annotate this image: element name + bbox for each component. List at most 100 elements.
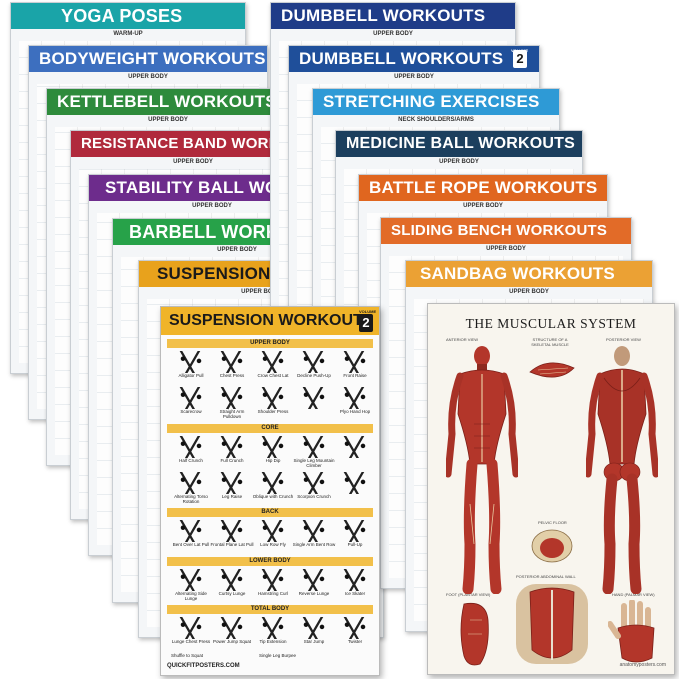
skeletal-muscle-structure <box>529 362 575 378</box>
volume-badge: 2 <box>513 50 527 68</box>
exercise-figure-icon <box>171 387 211 409</box>
exercise-label: Hamstring Curl <box>257 591 288 596</box>
exercise-label: Hip Dip <box>265 458 281 463</box>
exercise-item: Alligator Pull <box>169 351 213 385</box>
exercise-item: Scorpion Crunch <box>292 472 336 506</box>
anatomy-label: STRUCTURE OF A SKELETAL MUSCLE <box>531 337 569 347</box>
anatomy-label: FOOT (PLANTAR VIEW) <box>446 592 491 597</box>
exercise-item: Full Crunch <box>210 436 254 470</box>
poster-section-label: UPPER BODY <box>486 246 526 252</box>
exercise-item: Alternating Torso Rotation <box>169 472 213 506</box>
poster-muscular-system: THE MUSCULAR SYSTEM ANTERIOR VIEW STRUCT… <box>427 303 675 675</box>
exercise-figure-icon <box>294 569 334 591</box>
poster-banner: KETTLEBELL WORKOUTS <box>47 89 289 115</box>
exercise-label: Crow Chest Lat <box>257 373 289 378</box>
poster-banner: BATTLE ROPE WORKOUTS <box>359 175 607 201</box>
exercise-label: Ice Skater <box>344 591 366 596</box>
exercise-item: Oblique with Crunch <box>251 472 295 506</box>
exercise-item: Pull-Up <box>333 520 377 554</box>
exercise-label: Single Arm Bent Row <box>292 542 336 547</box>
exercise-figure-icon <box>253 387 293 409</box>
exercise-figure-icon <box>171 472 211 494</box>
exercise-figure-icon <box>335 569 375 591</box>
abdominal-wall-illustration <box>516 584 588 664</box>
exercise-label: Star Jump <box>303 639 325 644</box>
poster-section-label: UPPER BODY <box>394 74 434 80</box>
exercise-item: Bent Over Lat Pull <box>169 520 213 554</box>
exercise-label: Reverse Lunge <box>298 591 330 596</box>
exercise-figure-icon <box>212 351 252 373</box>
poster-section-label: WARM-UP <box>113 31 143 37</box>
exercise-label: Scarecrow <box>180 409 202 414</box>
exercise-label: Power Jump Squat <box>212 639 252 644</box>
exercise-label: Single Leg Mountain Climber <box>293 458 335 468</box>
poster-section-label: UPPER BODY <box>128 74 168 80</box>
exercise-figure-icon <box>253 569 293 591</box>
poster-section-label: UPPER BODY <box>463 203 503 209</box>
exercise-figure-icon <box>294 436 334 458</box>
volume-badge: 2 <box>359 314 373 332</box>
exercise-figure-icon <box>212 387 252 409</box>
exercise-label: Chest Press <box>219 373 245 378</box>
exercise-label: Scorpion Crunch <box>297 494 331 499</box>
exercise-figure-icon <box>171 617 211 639</box>
volume-word: VOLUME <box>359 309 377 314</box>
exercise-label: Pull-Up <box>347 542 363 547</box>
exercise-item <box>333 436 377 470</box>
exercise-item: Alternating Side Lunge <box>169 569 213 603</box>
exercise-figure-icon <box>294 472 334 494</box>
poster-banner: DUMBBELL WORKOUTS <box>289 46 539 72</box>
exercise-figure-icon <box>335 617 375 639</box>
exercise-figure-icon <box>171 351 211 373</box>
exercise-label: Oblique with Crunch <box>252 494 294 499</box>
poster-section-label: UPPER BODY <box>373 31 413 37</box>
poster-section-label: NECK SHOULDERS/ARMS <box>398 117 474 123</box>
exercise-item: Decline Push-Up <box>292 351 336 385</box>
exercise-label: Alternating Side Lunge <box>175 591 207 601</box>
poster-suspension-vol2: SUSPENSION WORKOUTS VOLUME 2 UPPER BODY … <box>160 306 380 676</box>
poster-banner: BODYWEIGHT WORKOUTS <box>29 46 267 72</box>
exercise-figure-icon <box>171 569 211 591</box>
exercise-figure-icon <box>253 436 293 458</box>
exercise-figure-icon <box>212 617 252 639</box>
extra-exercise-label: Single Leg Burpee <box>259 653 297 658</box>
exercise-item: Low Row Fly <box>251 520 295 554</box>
exercise-item: Single Arm Bent Row <box>292 520 336 554</box>
exercise-label: Twister <box>347 639 363 644</box>
exercise-item: Front Raise <box>333 351 377 385</box>
poster-banner: SANDBAG WORKOUTS <box>406 261 652 287</box>
anterior-muscle-figure <box>446 346 518 594</box>
exercise-label: Frontal Plane Lat Pull <box>210 542 254 547</box>
exercise-figure-icon <box>335 387 375 409</box>
exercise-label: Tip Extension <box>259 639 287 644</box>
exercise-item: Curtsy Lunge <box>210 569 254 603</box>
section-label: TOTAL BODY <box>167 605 373 614</box>
poster-section-label: UPPER BODY <box>217 247 257 253</box>
exercise-item: Shoulder Press <box>251 387 295 421</box>
anatomy-label: PELVIC FLOOR <box>538 520 567 525</box>
exercise-item: Ice Skater <box>333 569 377 603</box>
exercise-item: Hamstring Curl <box>251 569 295 603</box>
poster-section-label: UPPER BODY <box>439 159 479 165</box>
poster-section-label: UPPER BODY <box>509 289 549 295</box>
exercise-label: Bent Over Lat Pull <box>172 542 210 547</box>
foot-plantar-illustration <box>460 602 489 666</box>
poster-banner: YOGA POSES <box>11 3 245 29</box>
exercise-figure-icon <box>294 520 334 542</box>
exercise-item: Single Leg Mountain Climber <box>292 436 336 470</box>
section-label: UPPER BODY <box>167 339 373 348</box>
section-label: LOWER BODY <box>167 557 373 566</box>
exercise-figure-icon <box>212 436 252 458</box>
exercise-figure-icon <box>253 520 293 542</box>
anatomy-label: POSTERIOR ABDOMINAL WALL <box>516 574 576 579</box>
exercise-item: Reverse Lunge <box>292 569 336 603</box>
exercise-figure-icon <box>253 351 293 373</box>
exercise-item: Leg Raise <box>210 472 254 506</box>
exercise-label: Lunge Chest Press <box>171 639 211 644</box>
